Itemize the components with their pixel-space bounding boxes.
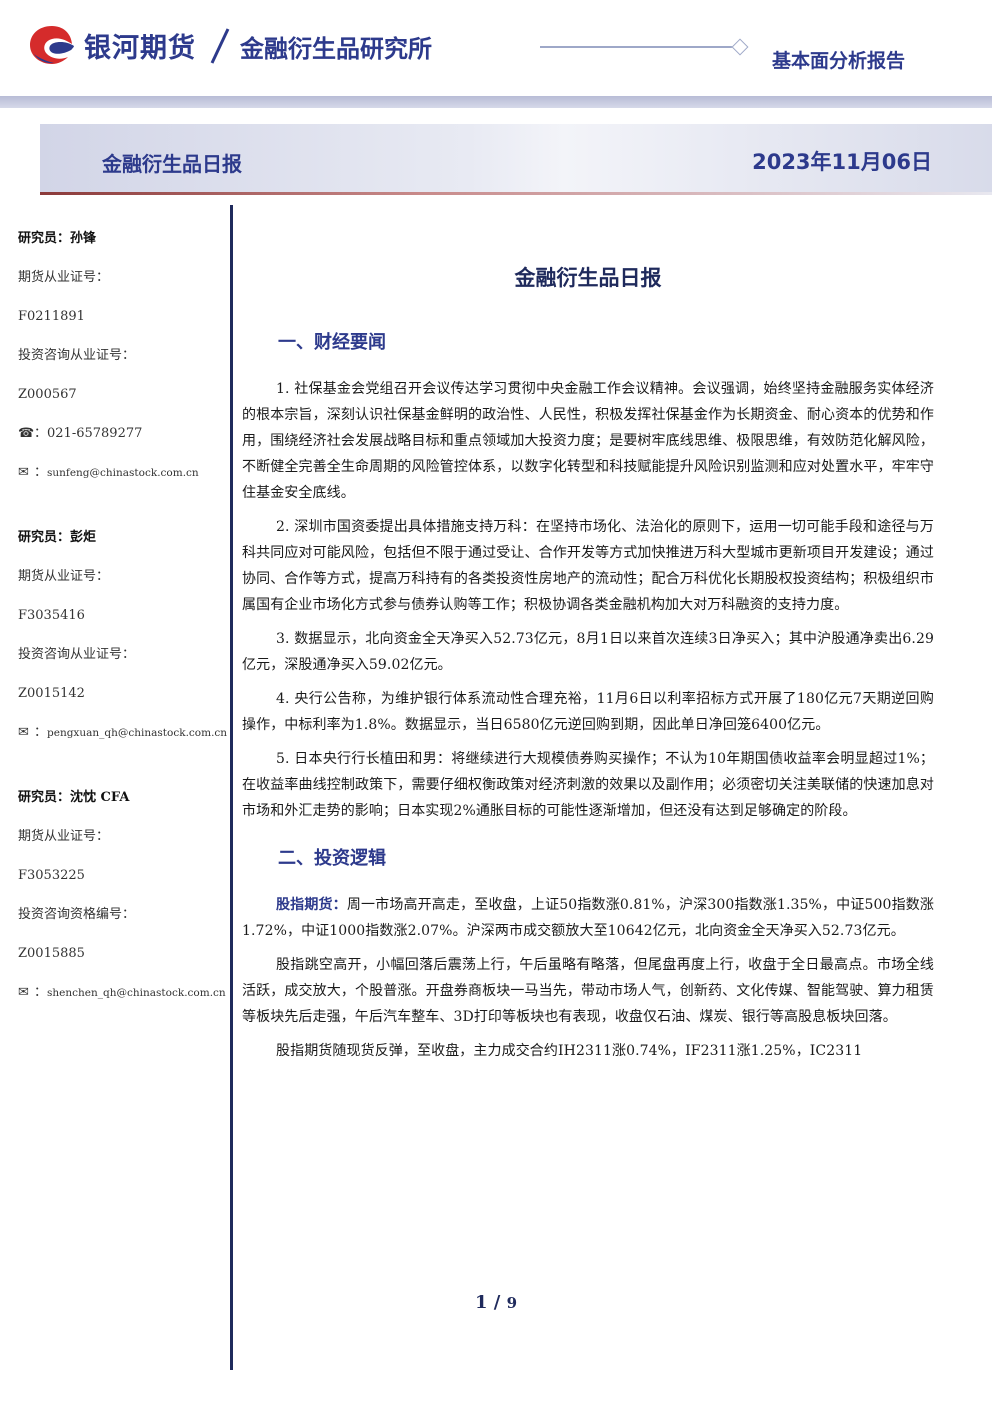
consult-value: Z000567 — [18, 387, 77, 402]
news-paragraph: 2. 深圳市国资委提出具体措施支持万科：在坚持市场化、法治化的原则下，运用一切可… — [242, 519, 934, 613]
email-link[interactable]: shenchen_qh@chinastock.com.cn — [47, 987, 226, 999]
consult-label: 投资咨询资格编号： — [18, 907, 136, 922]
document-title: 金融衍生品日报 — [514, 266, 662, 290]
main-content: 金融衍生品日报 一、财经要闻 1. 社保基金会党组召开会议传达学习贯彻中央金融工… — [242, 262, 934, 1072]
researcher-name: 研究员：孙锋 — [18, 231, 97, 246]
page-separator: / — [493, 1292, 501, 1313]
header-band — [0, 96, 992, 108]
email-icon: ✉ — [18, 725, 29, 740]
logic-paragraph: 股指跳空高开，小幅回落后震荡上行，午后虽略有略落，但尾盘再度上行，收盘于全日最高… — [242, 957, 934, 1025]
cert-label: 期货从业证号： — [18, 829, 110, 844]
cert-value: F3035416 — [18, 608, 85, 623]
current-page: 1 — [474, 1292, 488, 1313]
diamond-icon — [731, 38, 749, 56]
email-line: ✉：sunfeng@chinastock.com.cn — [18, 459, 224, 498]
cert-label: 期货从业证号： — [18, 569, 110, 584]
consult-label: 投资咨询从业证号： — [18, 647, 136, 662]
researcher-block: 研究员：彭炬 期货从业证号： F3035416 投资咨询从业证号： Z00151… — [18, 524, 228, 758]
phone-icon: ☎ — [18, 426, 35, 441]
consult-value: Z0015885 — [18, 946, 85, 961]
email-line: ✉：pengxuan_qh@chinastock.com.cn — [18, 719, 228, 758]
cert-value: F0211891 — [18, 309, 85, 324]
researcher-name: 研究员：沈忱 CFA — [18, 790, 130, 805]
brand-name: 银河期货 — [84, 33, 196, 64]
researcher-sidebar: 研究员：孙锋 期货从业证号： F0211891 投资咨询从业证号： Z00056… — [18, 225, 228, 1018]
researcher-block: 研究员：沈忱 CFA 期货从业证号： F3053225 投资咨询资格编号： Z0… — [18, 784, 226, 1018]
cert-value: F3053225 — [18, 868, 85, 883]
page-number: 1 / 9 — [0, 1292, 992, 1313]
institute-name: 金融衍生品研究所 — [240, 35, 432, 63]
email-line: ✉：shenchen_qh@chinastock.com.cn — [18, 979, 226, 1018]
email-link[interactable]: pengxuan_qh@chinastock.com.cn — [47, 727, 228, 739]
cert-label: 期货从业证号： — [18, 270, 110, 285]
news-paragraph: 3. 数据显示，北向资金全天净买入52.73亿元，8月1日以来首次连续3日净买入… — [242, 631, 934, 673]
paragraph-lead: 股指期货： — [276, 897, 347, 913]
logic-paragraph: 股指期货：周一市场高开高走，至收盘，上证50指数涨0.81%，沪深300指数涨1… — [242, 892, 934, 944]
galaxy-logo-icon — [30, 26, 74, 64]
page-header: 银河期货 金融衍生品研究所 基本面分析报告 — [0, 0, 992, 96]
news-paragraph: 1. 社保基金会党组召开会议传达学习贯彻中央金融工作会议精神。会议强调，始终坚持… — [242, 381, 934, 501]
section-heading-news: 一、财经要闻 — [278, 332, 386, 353]
email-icon: ✉ — [18, 985, 29, 1000]
researcher-block: 研究员：孙锋 期货从业证号： F0211891 投资咨询从业证号： Z00056… — [18, 225, 224, 498]
header-rule — [540, 46, 732, 48]
report-date: 2023年11月06日 — [752, 150, 932, 174]
column-divider — [230, 205, 233, 1370]
paragraph-body: 周一市场高开高走，至收盘，上证50指数涨0.81%，沪深300指数涨1.35%，… — [242, 897, 934, 939]
email-link[interactable]: sunfeng@chinastock.com.cn — [47, 467, 199, 479]
phone-number: 021-65789277 — [47, 426, 143, 441]
banner-title: 金融衍生品日报 — [102, 152, 242, 176]
logic-paragraph: 股指期货随现货反弹，至收盘，主力成交合约IH2311涨0.74%，IF2311涨… — [276, 1043, 863, 1059]
total-pages: 9 — [506, 1294, 518, 1312]
news-paragraph: 5. 日本央行行长植田和男：将继续进行大规模债券购买操作；不认为10年期国债收益… — [242, 751, 934, 819]
consult-label: 投资咨询从业证号： — [18, 348, 136, 363]
header-slash — [210, 28, 230, 64]
title-banner: 金融衍生品日报 2023年11月06日 — [40, 124, 992, 195]
email-icon: ✉ — [18, 465, 29, 480]
section-heading-logic: 二、投资逻辑 — [278, 848, 386, 869]
phone-line: ☎：021-65789277 — [18, 420, 224, 459]
news-paragraph: 4. 央行公告称，为维护银行体系流动性合理充裕，11月6日以利率招标方式开展了1… — [242, 691, 934, 733]
researcher-name: 研究员：彭炬 — [18, 530, 97, 545]
consult-value: Z0015142 — [18, 686, 85, 701]
report-type: 基本面分析报告 — [772, 50, 906, 72]
